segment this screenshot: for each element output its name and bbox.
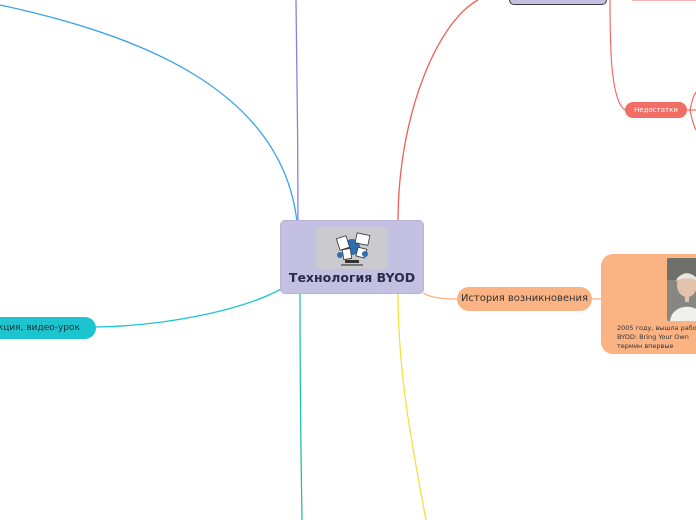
central-topic[interactable]: Технология BYOD bbox=[281, 221, 423, 293]
connector-red-sub bbox=[609, 0, 626, 111]
history-detail-text: 2005 году, вышла рабо BYOD: Bring Your O… bbox=[617, 324, 696, 350]
connector-yellow bbox=[397, 292, 427, 520]
top-topic-box[interactable] bbox=[509, 0, 607, 5]
instruction-topic[interactable]: укция, видео-урок bbox=[0, 317, 96, 339]
connector-cyan bbox=[95, 287, 284, 328]
connector-red-branch-2 bbox=[689, 109, 696, 131]
connector-orange bbox=[422, 292, 458, 300]
connector-red-branch-1 bbox=[689, 91, 696, 111]
person-portrait-icon bbox=[667, 258, 696, 321]
disadvantages-topic[interactable]: Недостатки bbox=[625, 102, 687, 118]
byod-devices-icon bbox=[316, 227, 388, 269]
central-topic-title: Технология BYOD bbox=[288, 270, 416, 285]
connector-teal bbox=[299, 292, 303, 520]
history-topic[interactable]: История возникновения bbox=[457, 287, 592, 311]
history-detail-card[interactable]: 2005 году, вышла рабо BYOD: Bring Your O… bbox=[601, 254, 696, 354]
connector-red bbox=[397, 0, 479, 223]
connector-blue bbox=[0, 4, 298, 223]
connector-violet bbox=[295, 0, 299, 223]
